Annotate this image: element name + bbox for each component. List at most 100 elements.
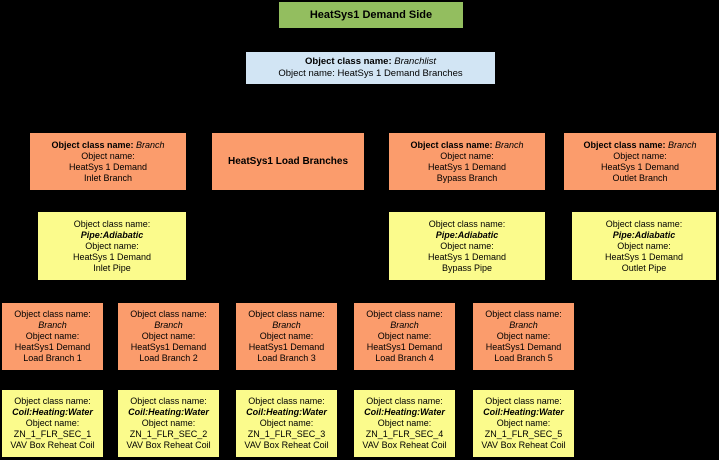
- load-branch-5-class-value: Branch: [509, 320, 538, 330]
- pipe-node-bypass[interactable]: Object class name: Pipe:Adiabatic Object…: [389, 212, 545, 280]
- pipe-bypass-name-prefix: Object name:: [440, 240, 494, 251]
- branchlist-class-line: Object class name: Branchlist: [305, 56, 436, 68]
- coil-5-name-line2: VAV Box Reheat Coil: [481, 440, 566, 450]
- load-branch-2-class-prefix: Object class name:: [130, 309, 207, 319]
- coil-node-3[interactable]: Object class name: Coil:Heating:Water Ob…: [236, 390, 337, 457]
- coil-2-name-line2: VAV Box Reheat Coil: [126, 440, 211, 450]
- branch-inlet-name-prefix: Object name:: [81, 150, 135, 161]
- branch-inlet-class-value: Branch: [136, 139, 165, 150]
- branch-bypass-name-line2: Bypass Branch: [436, 172, 498, 183]
- branch-outlet-name-line2: Outlet Branch: [612, 172, 668, 183]
- load-branch-3-name-line1: HeatSys1 Demand: [248, 342, 325, 352]
- coil-2-name-line1: ZN_1_FLR_SEC_2: [129, 429, 208, 439]
- load-branch-2-name-prefix: Object name:: [141, 331, 196, 341]
- load-branch-4-name-line2: Load Branch 4: [375, 353, 434, 363]
- branch-bypass-name-prefix: Object name:: [440, 150, 494, 161]
- coil-4-name-prefix: Object name:: [377, 418, 432, 428]
- coil-3-class-value: Coil:Heating:Water: [246, 407, 327, 417]
- load-branch-1-class-prefix: Object class name:: [14, 309, 91, 319]
- branch-outlet-class-value: Branch: [668, 139, 697, 150]
- branch-outlet-class-prefix: Object class name:: [583, 139, 666, 150]
- branch-node-inlet[interactable]: Object class name: Branch Object name: H…: [30, 133, 186, 190]
- load-branch-2-name-line1: HeatSys1 Demand: [130, 342, 207, 352]
- coil-5-class-value: Coil:Heating:Water: [483, 407, 564, 417]
- branch-outlet-class-line: Object class name: Branch: [583, 140, 696, 151]
- coil-node-5[interactable]: Object class name: Coil:Heating:Water Ob…: [473, 390, 574, 457]
- coil-1-name-prefix: Object name:: [25, 418, 80, 428]
- load-branch-node-4[interactable]: Object class name: Branch Object name: H…: [354, 303, 455, 370]
- coil-3-name-line2: VAV Box Reheat Coil: [244, 440, 329, 450]
- pipe-bypass-name-line2: Bypass Pipe: [441, 262, 493, 273]
- load-branch-4-class-value: Branch: [390, 320, 419, 330]
- load-branch-1-name-line2: Load Branch 1: [23, 353, 82, 363]
- coil-4-name-line1: ZN_1_FLR_SEC_4: [365, 429, 444, 439]
- branch-bypass-class-value: Branch: [495, 139, 524, 150]
- coil-node-2[interactable]: Object class name: Coil:Heating:Water Ob…: [118, 390, 219, 457]
- load-branch-node-1[interactable]: Object class name: Branch Object name: H…: [2, 303, 103, 370]
- branchlist-class-prefix: Object class name:: [305, 56, 392, 67]
- branch-bypass-class-prefix: Object class name:: [410, 139, 493, 150]
- branch-node-outlet[interactable]: Object class name: Branch Object name: H…: [564, 133, 716, 190]
- branch-inlet-class-prefix: Object class name:: [51, 139, 134, 150]
- coil-1-name-line2: VAV Box Reheat Coil: [10, 440, 95, 450]
- pipe-inlet-class-value: Pipe:Adiabatic: [80, 229, 144, 240]
- pipe-bypass-name-line1: HeatSys 1 Demand: [427, 251, 507, 262]
- coil-3-name-line1: ZN_1_FLR_SEC_3: [247, 429, 326, 439]
- pipe-inlet-name-line1: HeatSys 1 Demand: [72, 251, 152, 262]
- branch-node-bypass[interactable]: Object class name: Branch Object name: H…: [389, 133, 545, 190]
- coil-4-class-prefix: Object class name:: [366, 396, 443, 406]
- coil-1-class-value: Coil:Heating:Water: [12, 407, 93, 417]
- load-branch-3-class-value: Branch: [272, 320, 301, 330]
- coil-3-class-prefix: Object class name:: [248, 396, 325, 406]
- pipe-outlet-class-value: Pipe:Adiabatic: [612, 229, 676, 240]
- load-branch-node-3[interactable]: Object class name: Branch Object name: H…: [236, 303, 337, 370]
- pipe-outlet-name-line1: HeatSys 1 Demand: [604, 251, 684, 262]
- branch-bypass-name-line1: HeatSys 1 Demand: [427, 161, 507, 172]
- coil-3-name-prefix: Object name:: [259, 418, 314, 428]
- coil-1-class-prefix: Object class name:: [14, 396, 91, 406]
- load-branch-5-class-prefix: Object class name:: [485, 309, 562, 319]
- pipe-outlet-name-prefix: Object name:: [617, 240, 671, 251]
- load-branch-3-class-prefix: Object class name:: [248, 309, 325, 319]
- branch-inlet-name-line1: HeatSys 1 Demand: [68, 161, 148, 172]
- load-branch-node-5[interactable]: Object class name: Branch Object name: H…: [473, 303, 574, 370]
- load-branches-group-label: HeatSys1 Load Branches: [227, 156, 349, 167]
- load-branch-4-class-prefix: Object class name:: [366, 309, 443, 319]
- coil-5-name-line1: ZN_1_FLR_SEC_5: [484, 429, 563, 439]
- load-branch-node-2[interactable]: Object class name: Branch Object name: H…: [118, 303, 219, 370]
- coil-4-name-line2: VAV Box Reheat Coil: [362, 440, 447, 450]
- coil-2-class-value: Coil:Heating:Water: [128, 407, 209, 417]
- branchlist-class-value: Branchlist: [394, 56, 436, 67]
- pipe-node-inlet[interactable]: Object class name: Pipe:Adiabatic Object…: [38, 212, 186, 280]
- load-branch-4-name-prefix: Object name:: [377, 331, 432, 341]
- coil-2-name-prefix: Object name:: [141, 418, 196, 428]
- pipe-inlet-name-prefix: Object name:: [85, 240, 139, 251]
- branch-bypass-class-line: Object class name: Branch: [410, 140, 523, 151]
- diagram-title-node[interactable]: HeatSys1 Demand Side: [279, 2, 463, 28]
- load-branch-3-name-prefix: Object name:: [259, 331, 314, 341]
- coil-5-class-prefix: Object class name:: [485, 396, 562, 406]
- branch-inlet-class-line: Object class name: Branch: [51, 140, 164, 151]
- coil-4-class-value: Coil:Heating:Water: [364, 407, 445, 417]
- load-branch-1-name-prefix: Object name:: [25, 331, 80, 341]
- coil-node-1[interactable]: Object class name: Coil:Heating:Water Ob…: [2, 390, 103, 457]
- load-branches-group-node[interactable]: HeatSys1 Load Branches: [212, 133, 364, 190]
- coil-node-4[interactable]: Object class name: Coil:Heating:Water Ob…: [354, 390, 455, 457]
- branchlist-node[interactable]: Object class name: Branchlist Object nam…: [246, 52, 495, 84]
- pipe-bypass-class-value: Pipe:Adiabatic: [435, 229, 499, 240]
- load-branch-3-name-line2: Load Branch 3: [257, 353, 316, 363]
- pipe-node-outlet[interactable]: Object class name: Pipe:Adiabatic Object…: [572, 212, 716, 280]
- pipe-outlet-name-line2: Outlet Pipe: [621, 262, 667, 273]
- branch-inlet-name-line2: Inlet Branch: [83, 172, 133, 183]
- pipe-inlet-name-line2: Inlet Pipe: [93, 262, 131, 273]
- pipe-bypass-class-prefix: Object class name:: [428, 218, 506, 229]
- coil-5-name-prefix: Object name:: [496, 418, 551, 428]
- load-branch-2-class-value: Branch: [154, 320, 183, 330]
- load-branch-5-name-line1: HeatSys1 Demand: [485, 342, 562, 352]
- coil-2-class-prefix: Object class name:: [130, 396, 207, 406]
- load-branch-2-name-line2: Load Branch 2: [139, 353, 198, 363]
- pipe-inlet-class-prefix: Object class name:: [73, 218, 151, 229]
- diagram-title-text: HeatSys1 Demand Side: [309, 8, 433, 21]
- load-branch-4-name-line1: HeatSys1 Demand: [366, 342, 443, 352]
